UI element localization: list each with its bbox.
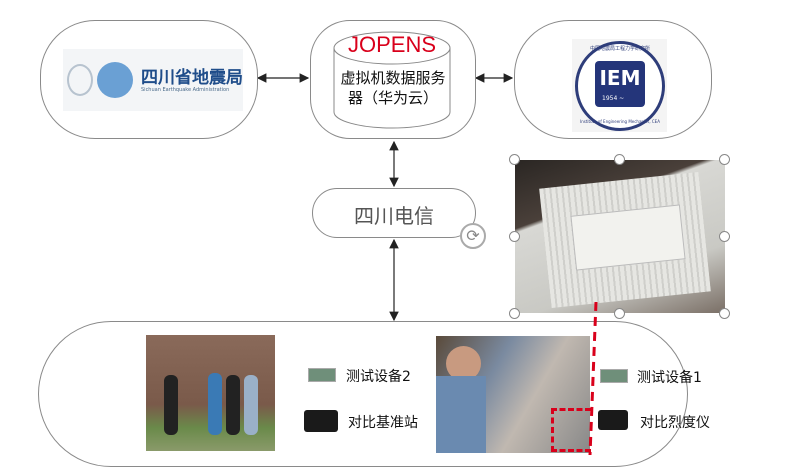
router-photo[interactable] [515, 160, 725, 313]
server-label: 虚拟机数据服务器（华为云） [340, 69, 446, 107]
seal-icon [67, 64, 93, 96]
resize-handle[interactable] [719, 308, 730, 319]
iem-ring-cn: 中国地震局工程力学研究所 [589, 46, 650, 52]
org-name-cn: 四川省地震局 [141, 68, 243, 88]
highlight-box [551, 408, 591, 452]
resize-handle[interactable] [509, 308, 520, 319]
org-name-en: Sichuan Earthquake Administration [141, 87, 230, 93]
iem-logo: IEM 1954 ~ 中国地震局工程力学研究所 Institute of Eng… [572, 39, 667, 132]
iem-year: 1954 ~ [602, 95, 625, 102]
resize-handle[interactable] [614, 308, 625, 319]
test-device-1-icon [600, 369, 628, 383]
site1-photo [436, 336, 590, 453]
resize-handle[interactable] [614, 154, 625, 165]
site2-photo [146, 335, 275, 451]
emblem-icon [97, 62, 133, 98]
test-device-1-label: 测试设备1 [637, 370, 702, 386]
isp-label: 四川电信 [354, 204, 434, 228]
iem-ring-en: Institute of Engineering Mechanics, CEA [580, 119, 660, 124]
jopens-brand: JOPENS [347, 32, 437, 57]
test-device-2-icon [308, 368, 336, 382]
reference-station-icon [304, 410, 338, 432]
resize-handle[interactable] [509, 154, 520, 165]
resize-handle[interactable] [719, 231, 730, 242]
rotate-handle-icon[interactable]: ⟳ [460, 223, 486, 249]
resize-handle[interactable] [509, 231, 520, 242]
sichuan-earthquake-logo: 四川省地震局 Sichuan Earthquake Administration [63, 49, 243, 111]
resize-handle[interactable] [719, 154, 730, 165]
isp-node [312, 188, 476, 238]
iem-abbr: IEM [595, 61, 645, 107]
intensity-meter-icon [598, 410, 628, 430]
database-cylinder-icon [333, 31, 451, 129]
reference-station-label: 对比基准站 [348, 415, 418, 431]
highlight-dashed-line [588, 301, 598, 456]
intensity-meter-label: 对比烈度仪 [640, 415, 710, 431]
test-device-2-label: 测试设备2 [346, 369, 411, 385]
